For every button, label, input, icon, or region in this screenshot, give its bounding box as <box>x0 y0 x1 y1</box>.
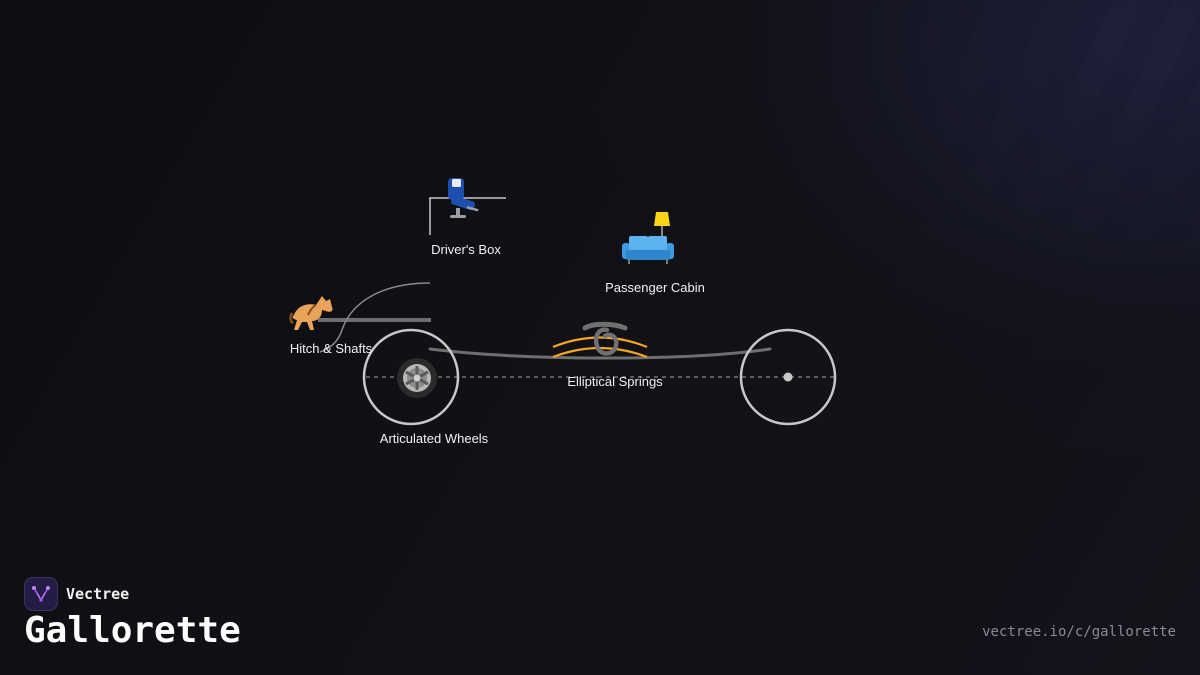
rear-wheel <box>739 328 837 426</box>
source-url[interactable]: vectree.io/c/gallorette <box>982 624 1176 640</box>
couch-lamp-icon <box>622 212 674 264</box>
passenger-cabin-label: Passenger Cabin <box>605 280 705 295</box>
rear-wheel-hub <box>783 372 793 382</box>
articulated-wheels-label: Articulated Wheels <box>379 431 489 446</box>
vectree-logo-icon <box>24 577 58 611</box>
brand: Vectree <box>24 577 129 611</box>
front-wheel <box>362 328 460 426</box>
brand-name: Vectree <box>66 585 130 603</box>
wheel-icon <box>397 358 437 398</box>
horse-icon <box>289 296 333 330</box>
shaft-curve <box>319 282 431 353</box>
drivers-box-label: Driver's Box <box>431 242 501 257</box>
elliptical-springs-label: Elliptical Springs <box>567 374 663 389</box>
hitch-shafts-label: Hitch & Shafts <box>289 341 373 356</box>
page-title: Gallorette <box>24 610 241 651</box>
spring-arc-upper <box>552 336 648 349</box>
carriage-body-curve <box>428 347 772 360</box>
spring-icon <box>582 321 628 356</box>
drivers-box-frame <box>429 197 506 235</box>
seat-icon <box>448 178 479 218</box>
